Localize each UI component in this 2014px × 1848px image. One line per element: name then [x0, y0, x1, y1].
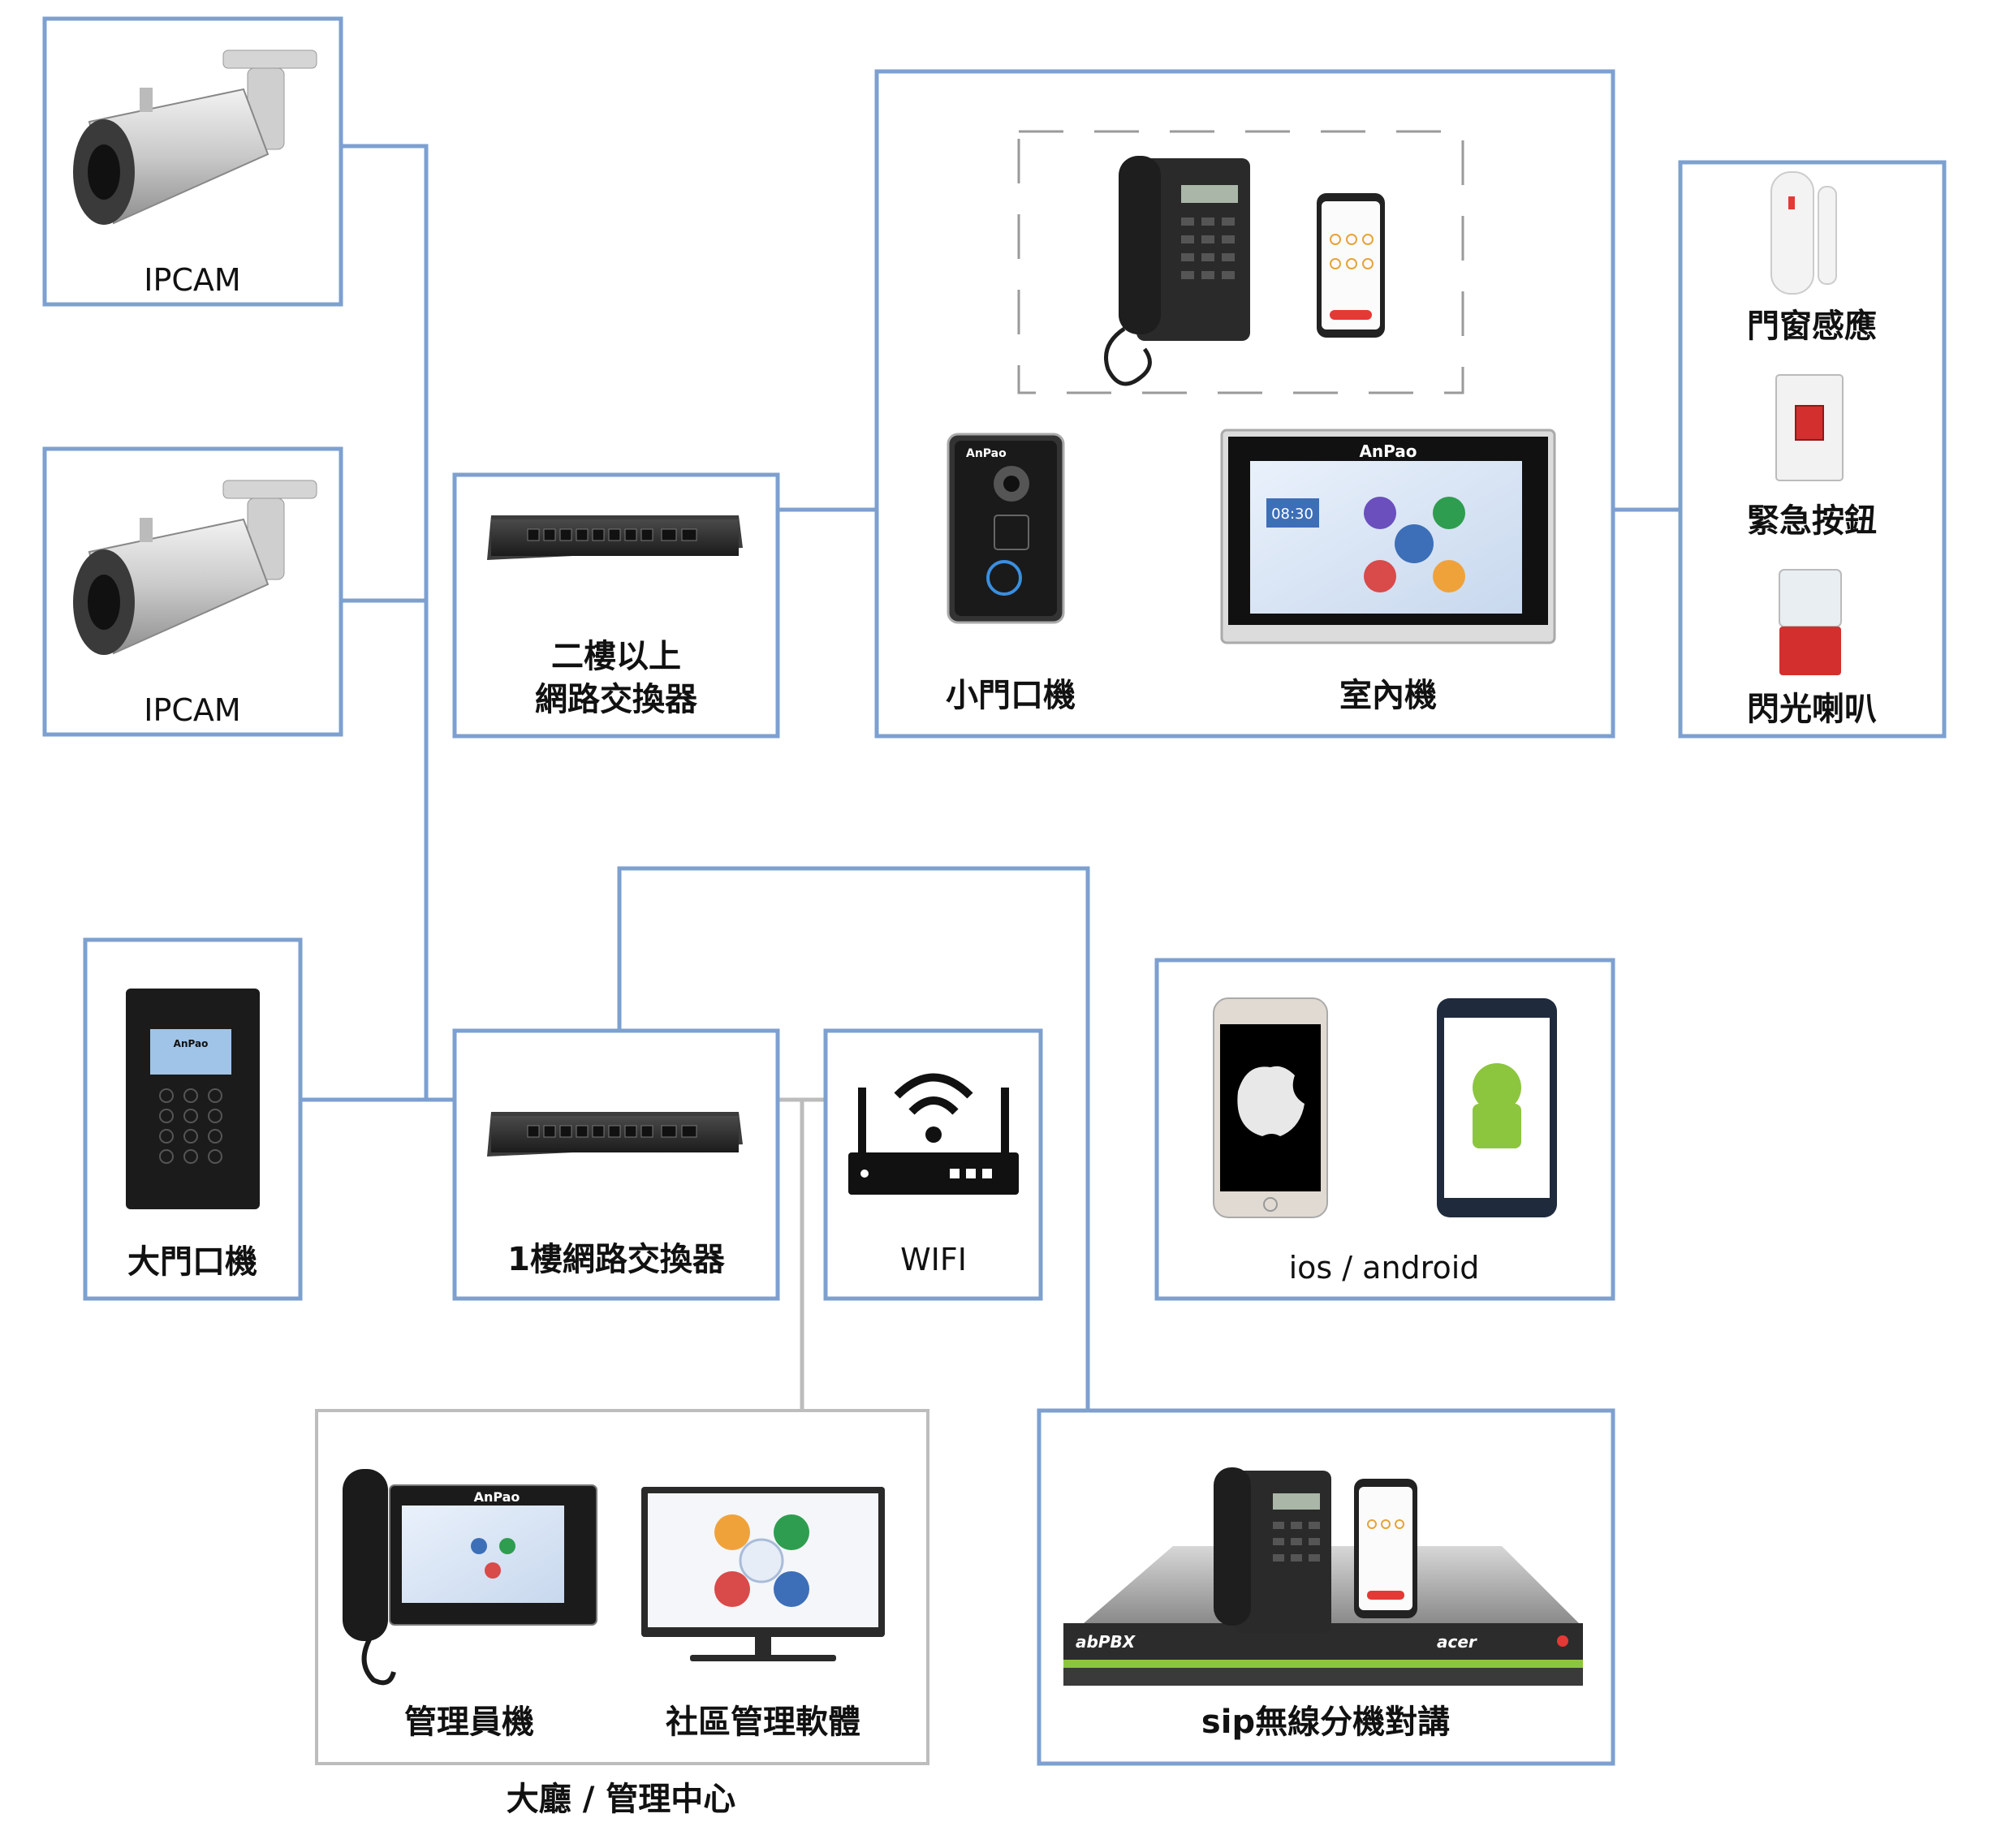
small-door-station-icon: AnPao — [947, 433, 1065, 624]
ipcam-node-1: IPCAM — [42, 16, 343, 307]
switch-upper-node: 二樓以上 網路交換器 — [452, 472, 780, 739]
strobe-siren-label: 閃光喇叭 — [1747, 691, 1877, 728]
small-door-brand: AnPao — [966, 447, 1007, 460]
mobile-label: ios / android — [1289, 1250, 1480, 1286]
sip-brand-right: acer — [1437, 1632, 1477, 1652]
indoor-label: 室內機 — [1339, 677, 1437, 714]
monitor-software-icon — [641, 1487, 885, 1661]
connection-lines — [302, 144, 1680, 1411]
sip-desk-phone-icon — [1214, 1467, 1331, 1633]
door-sensor-label: 門窗感應 — [1747, 308, 1877, 345]
wifi-router-icon — [848, 1073, 1019, 1195]
sip-node: abPBX acer sip無線分機對講 — [1037, 1408, 1615, 1766]
admin-station-label: 管理員機 — [404, 1704, 534, 1741]
strobe-siren-icon — [1779, 569, 1842, 675]
sip-smartphone-icon — [1354, 1479, 1417, 1618]
lobby-management-label: 大廳 / 管理中心 — [507, 1781, 735, 1818]
network-switch-icon — [487, 1112, 743, 1157]
small-door-label: 小門口機 — [946, 677, 1076, 714]
ip-camera-icon — [73, 50, 317, 225]
main-door-node: AnPao 大門口機 — [83, 937, 303, 1301]
ip-camera-icon — [73, 480, 317, 655]
emergency-button-icon — [1775, 374, 1844, 481]
admin-station-brand: AnPao — [474, 1489, 520, 1505]
desk-phone-icon — [1104, 156, 1250, 386]
sip-label: sip無線分機對講 — [1201, 1704, 1450, 1741]
phone-options-dashed-area — [1017, 130, 1464, 394]
emergency-button-label: 緊急按鈕 — [1747, 502, 1877, 540]
admin-station-icon: AnPao — [343, 1469, 597, 1686]
network-switch-icon — [487, 515, 743, 560]
ipcam-1-label: IPCAM — [144, 262, 240, 298]
resident-unit-group: AnPao 小門口機 AnPao 08:30 室內機 — [874, 69, 1615, 739]
switch-upper-label-1: 二樓以上 — [551, 638, 681, 675]
indoor-brand: AnPao — [1359, 442, 1417, 461]
ipcam-2-label: IPCAM — [144, 692, 240, 728]
indoor-time: 08:30 — [1271, 506, 1313, 523]
main-door-station-icon: AnPao — [126, 989, 260, 1209]
main-door-label: 大門口機 — [127, 1243, 257, 1281]
lobby-management-group: AnPao 管理員機 社區管理軟體 — [315, 1409, 929, 1765]
android-phone-icon — [1437, 998, 1557, 1217]
indoor-monitor-icon: AnPao 08:30 — [1220, 429, 1556, 644]
ipcam-node-2: IPCAM — [42, 446, 343, 737]
community-software-label: 社區管理軟體 — [666, 1704, 860, 1741]
switch-1f-node: 1樓網路交換器 — [452, 1028, 780, 1301]
wifi-node: WIFI — [823, 1028, 1043, 1301]
switch-upper-label-2: 網路交換器 — [535, 681, 698, 718]
switch-1f-label: 1樓網路交換器 — [507, 1241, 726, 1278]
sip-brand-left: abPBX — [1076, 1632, 1136, 1652]
wifi-label: WIFI — [900, 1242, 967, 1277]
security-sensors-group: 門窗感應 緊急按鈕 閃光喇叭 — [1678, 160, 1947, 739]
smartphone-app-icon — [1317, 193, 1385, 338]
main-door-brand: AnPao — [174, 1038, 209, 1049]
iphone-apple-icon — [1213, 997, 1328, 1218]
mobile-node: ios / android — [1154, 958, 1615, 1301]
door-sensor-icon — [1770, 171, 1837, 295]
